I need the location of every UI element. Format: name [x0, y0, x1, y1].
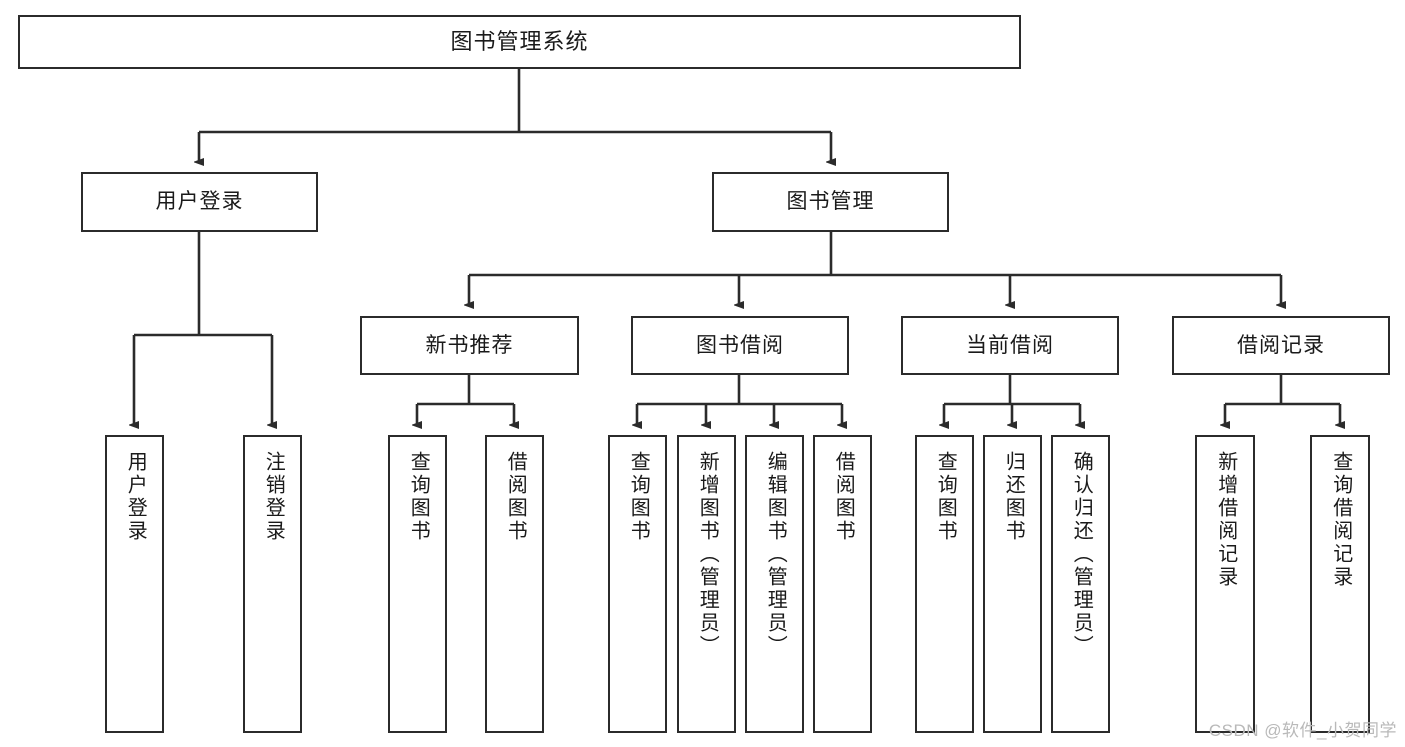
node-leaf-query-book-1-label: 查询图书: [407, 451, 430, 543]
watermark: CSDN @软件_小贺同学: [1208, 721, 1397, 740]
node-leaf-query-book-3[interactable]: 查询图书: [915, 435, 974, 733]
node-leaf-query-record-label: 查询借阅记录: [1329, 451, 1352, 589]
node-leaf-query-book-2[interactable]: 查询图书: [608, 435, 667, 733]
node-book-borrow-label: 图书借阅: [696, 333, 784, 357]
node-leaf-add-book[interactable]: 新增图书（管理员）: [677, 435, 736, 733]
node-leaf-query-book-1[interactable]: 查询图书: [388, 435, 447, 733]
node-leaf-add-record-label: 新增借阅记录: [1214, 451, 1237, 589]
node-user-login[interactable]: 用户登录: [81, 172, 318, 232]
node-borrow-record[interactable]: 借阅记录: [1172, 316, 1390, 375]
node-current-borrow-label: 当前借阅: [966, 333, 1054, 357]
node-leaf-query-record[interactable]: 查询借阅记录: [1310, 435, 1370, 733]
node-leaf-borrow-book-2-label: 借阅图书: [832, 451, 855, 543]
node-leaf-edit-book[interactable]: 编辑图书（管理员）: [745, 435, 804, 733]
node-leaf-edit-book-label: 编辑图书（管理员）: [764, 451, 787, 658]
node-borrow-record-label: 借阅记录: [1237, 333, 1325, 357]
node-current-borrow[interactable]: 当前借阅: [901, 316, 1119, 375]
node-user-login-label: 用户登录: [155, 190, 244, 214]
node-new-book-recommend-label: 新书推荐: [425, 333, 514, 357]
node-leaf-add-record[interactable]: 新增借阅记录: [1195, 435, 1255, 733]
node-root[interactable]: 图书管理系统: [18, 15, 1021, 69]
node-leaf-borrow-book-1-label: 借阅图书: [504, 451, 527, 543]
node-leaf-borrow-book-2[interactable]: 借阅图书: [813, 435, 872, 733]
node-leaf-return-book[interactable]: 归还图书: [983, 435, 1042, 733]
node-leaf-confirm-return[interactable]: 确认归还（管理员）: [1051, 435, 1110, 733]
node-leaf-user-login-label: 用户登录: [124, 451, 147, 543]
node-leaf-query-book-2-label: 查询图书: [627, 451, 650, 543]
node-leaf-confirm-return-label: 确认归还（管理员）: [1070, 451, 1093, 658]
node-leaf-query-book-3-label: 查询图书: [934, 451, 957, 543]
node-new-book-recommend[interactable]: 新书推荐: [360, 316, 579, 375]
node-book-manage[interactable]: 图书管理: [712, 172, 949, 232]
node-leaf-add-book-label: 新增图书（管理员）: [696, 451, 719, 658]
node-leaf-logout-login-label: 注销登录: [262, 451, 285, 543]
node-root-label: 图书管理系统: [450, 28, 589, 54]
node-leaf-user-login[interactable]: 用户登录: [105, 435, 164, 733]
node-leaf-logout-login[interactable]: 注销登录: [243, 435, 302, 733]
node-book-manage-label: 图书管理: [786, 190, 875, 214]
node-leaf-return-book-label: 归还图书: [1002, 451, 1025, 543]
node-book-borrow[interactable]: 图书借阅: [631, 316, 849, 375]
node-leaf-borrow-book-1[interactable]: 借阅图书: [485, 435, 544, 733]
